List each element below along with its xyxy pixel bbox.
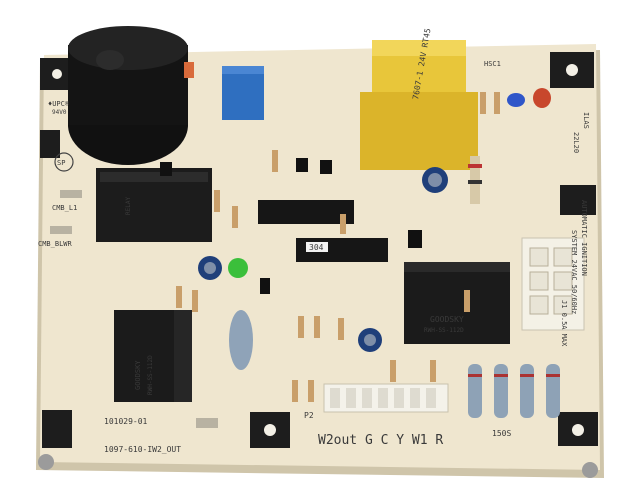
side-text-3: J1 0.5A MAX <box>560 300 568 347</box>
relay-model-1: RWH-SS-112D <box>147 355 154 395</box>
terminal-strip <box>323 383 449 413</box>
relay-lower-left: GOODSKY RWH-SS-112D <box>114 310 192 402</box>
relay-left: RELAY <box>96 168 212 242</box>
model-number-label: 1097-610-IW2_OUT <box>104 445 181 454</box>
csa-logo: SP <box>57 159 65 167</box>
cmb-blwr-label: CMB_BLWR <box>38 240 73 248</box>
small-components <box>160 62 551 294</box>
transformer: 7607-1 24V RT45 <box>360 27 478 170</box>
blue-capacitor <box>222 66 264 120</box>
white-connector <box>521 237 585 331</box>
ilas-label: ILAS <box>582 112 590 129</box>
side-text-2: SYSTEM 24VAC 50/60Hz <box>570 230 578 314</box>
hsc-label: HSC1 <box>484 60 501 68</box>
upc-label: ♦UPC® <box>48 100 70 108</box>
rev-label: 22L20 <box>572 132 580 153</box>
relay-brand-1: GOODSKY <box>134 360 142 390</box>
connector-p2-label: P2 <box>304 411 314 420</box>
mounting-pads <box>38 52 598 478</box>
svg-text:RELAY: RELAY <box>125 197 132 215</box>
terminal-row-label: W2out G C Y W1 R <box>318 433 443 448</box>
resistor-group <box>468 364 560 418</box>
resistor-group-label: 150S <box>492 429 511 438</box>
relay-brand-2: GOODSKY <box>430 315 464 324</box>
ic-chip-1 <box>258 200 354 224</box>
large-black-capacitor <box>68 26 188 165</box>
electrolytic-capacitors <box>198 167 448 370</box>
upc-sub-label: 94V0 <box>52 109 67 116</box>
relay-right: GOODSKY RWH-SS-112D <box>404 262 510 344</box>
chip-label: 304 <box>309 243 324 252</box>
green-led <box>228 258 248 278</box>
cmb-l1-label: CMB_L1 <box>52 204 77 212</box>
side-text-1: AUTOMATIC IGNITION <box>580 200 588 276</box>
part-number-label: 101029-01 <box>104 417 148 426</box>
relay-model-2: RWH-SS-112D <box>424 327 464 334</box>
axial-resistors <box>176 92 500 402</box>
